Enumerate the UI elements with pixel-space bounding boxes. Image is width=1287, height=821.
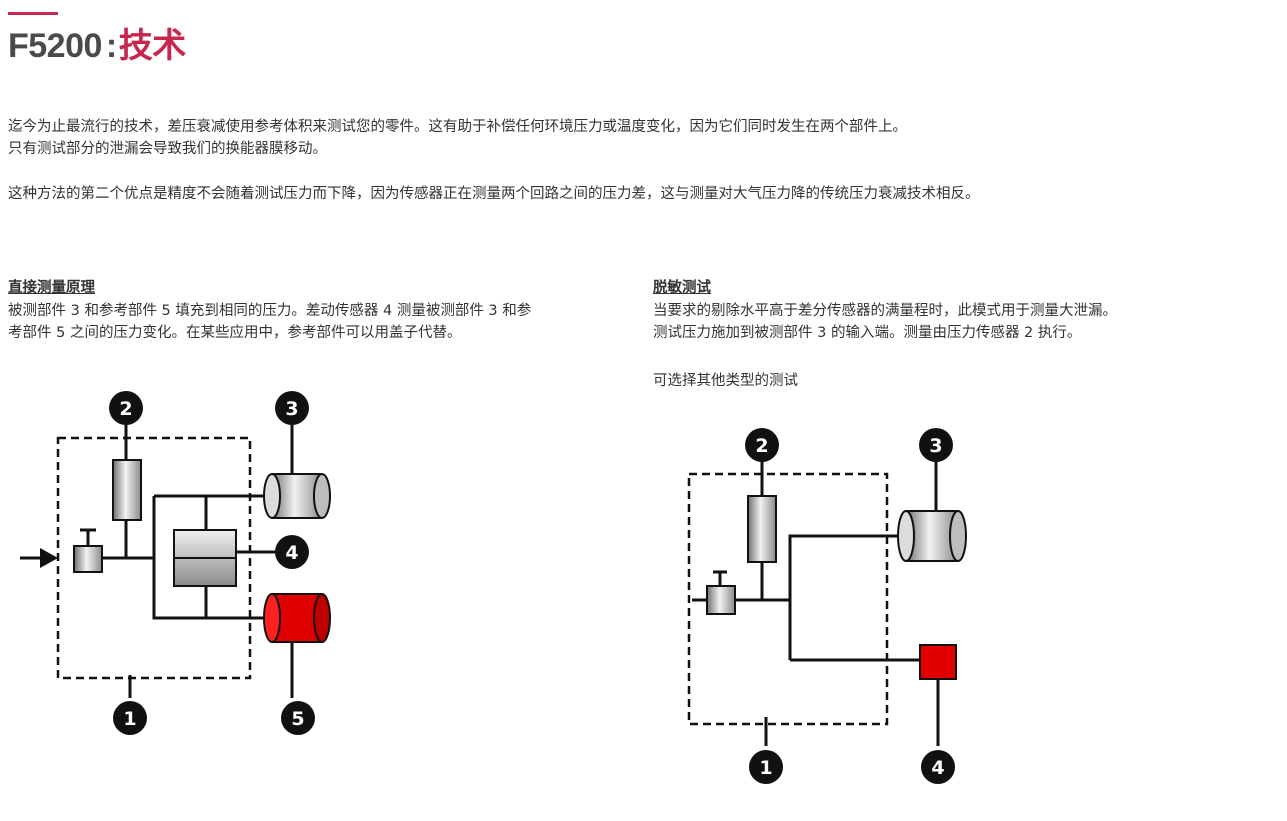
callout-3: 3: [275, 391, 309, 425]
desensitized-test-title: 脱敏测试: [653, 280, 711, 296]
intro-paragraph-1: 迄今为止最流行的技术，差压衰减使用参考体积来测试您的零件。这有助于补偿任何环境压…: [8, 116, 907, 160]
callout-3: 3: [919, 428, 953, 462]
title-accent-bar: [8, 12, 58, 15]
callout-2: 2: [745, 428, 779, 462]
title-accent: 技术: [118, 27, 187, 65]
callout-1: 1: [113, 701, 147, 735]
intro-paragraph-2: 这种方法的第二个优点是精度不会随着测试压力而下降，因为传感器正在测量两个回路之间…: [8, 186, 980, 202]
callout-4-label: 4: [285, 542, 298, 564]
direct-measurement-text: 被测部件 3 和参考部件 5 填充到相同的压力。差动传感器 4 测量被测部件 3…: [8, 303, 532, 341]
pressure-sensor-2: [747, 495, 777, 563]
valve: [706, 585, 736, 615]
intro-paragraph-1-line-2: 只有测试部分的泄漏会导致我们的换能器膜移动。: [8, 141, 327, 157]
instrument-boundary: [687, 472, 889, 726]
callout-2-label: 2: [119, 398, 132, 420]
callout-4: 4: [921, 750, 955, 784]
callout-2: 2: [109, 391, 143, 425]
test-part-3: [897, 510, 967, 562]
desensitized-test-diagram: 2 3 1 4: [687, 428, 967, 784]
reference-part-5: [263, 593, 331, 643]
callout-4-label: 4: [931, 757, 944, 779]
intro-paragraph-1-line-1: 迄今为止最流行的技术，差压衰减使用参考体积来测试您的零件。这有助于补偿任何环境压…: [8, 119, 907, 135]
callout-2-label: 2: [755, 435, 768, 457]
differential-sensor-4: [173, 529, 237, 587]
pipes: [20, 402, 294, 698]
pressure-sensor-2: [112, 459, 142, 521]
other-tests-note: 可选择其他类型的测试: [653, 373, 798, 389]
valve: [73, 545, 103, 573]
component-4: [919, 644, 957, 680]
callout-3-label: 3: [285, 398, 298, 420]
page-title: F5200:技术: [8, 18, 186, 67]
direct-measurement-diagram: 2 3 4 5 1: [20, 391, 331, 735]
title-prefix: F5200: [8, 27, 102, 65]
callout-5-label: 5: [291, 708, 304, 730]
test-part-3: [263, 473, 331, 519]
title-separator: :: [105, 27, 117, 65]
callout-1-label: 1: [759, 757, 772, 779]
callout-1: 1: [749, 750, 783, 784]
inlet-arrow-icon: [40, 548, 58, 568]
callout-3-label: 3: [929, 435, 942, 457]
callout-1-label: 1: [123, 708, 136, 730]
callout-5: 5: [281, 701, 315, 735]
desensitized-test-text: 当要求的剔除水平高于差分传感器的满量程时，此模式用于测量大泄漏。 测试压力施加到…: [653, 303, 1117, 341]
direct-measurement-title: 直接测量原理: [8, 280, 95, 296]
callout-4: 4: [275, 535, 309, 569]
pipes: [692, 442, 940, 746]
